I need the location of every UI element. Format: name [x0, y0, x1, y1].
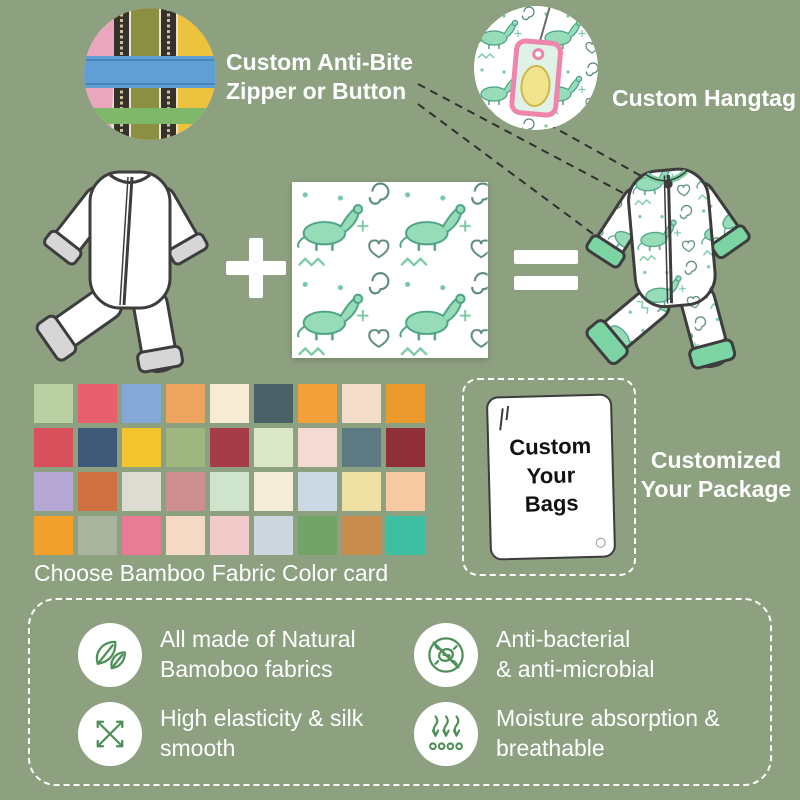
bag-logo-mark: [595, 537, 606, 548]
color-swatch: [210, 384, 249, 423]
color-swatch: [298, 516, 337, 555]
zipper-photo-illustration: [84, 8, 216, 140]
color-swatch: [78, 384, 117, 423]
color-card-grid: [34, 384, 425, 555]
color-swatch: [254, 472, 293, 511]
feature-natural-bamboo: All made of Natural Bamoboo fabrics: [78, 622, 414, 687]
bag-zip-mark: [505, 406, 510, 421]
color-swatch: [210, 428, 249, 467]
color-swatch: [34, 472, 73, 511]
color-swatch: [210, 472, 249, 511]
color-swatch: [254, 384, 293, 423]
hangtag-icon: [474, 6, 598, 130]
color-swatch: [122, 384, 161, 423]
feature-elasticity: High elasticity & silk smooth: [78, 701, 414, 766]
equals-sign: [514, 244, 578, 296]
bag-text: Custom Your Bags: [508, 432, 592, 517]
feature-text: Anti-bacterial & anti-microbial: [496, 626, 655, 682]
color-swatch: [386, 472, 425, 511]
color-swatch: [78, 428, 117, 467]
custom-bag-illustration: Custom Your Bags: [485, 393, 617, 561]
color-swatch: [166, 472, 205, 511]
features-box: All made of Natural Bamoboo fabrics Anti…: [28, 598, 772, 786]
feature-text: High elasticity & silk smooth: [160, 705, 364, 761]
bag-zip-mark: [499, 408, 504, 431]
color-swatch: [122, 516, 161, 555]
feature-text: Moisture absorption & breathable: [496, 705, 720, 761]
color-swatch: [34, 428, 73, 467]
hangtag-callout-label: Custom Hangtag: [612, 85, 796, 111]
color-swatch: [386, 428, 425, 467]
color-swatch: [254, 428, 293, 467]
color-swatch: [166, 516, 205, 555]
leaf-icon: [78, 622, 142, 687]
fabric-pattern-swatch: [292, 182, 488, 358]
color-swatch: [166, 428, 205, 467]
color-swatch: [254, 516, 293, 555]
feature-anti-bacterial: Anti-bacterial & anti-microbial: [414, 622, 750, 687]
color-swatch: [386, 384, 425, 423]
color-swatch: [78, 472, 117, 511]
elasticity-icon: [78, 701, 142, 766]
color-swatch: [386, 516, 425, 555]
color-swatch: [342, 384, 381, 423]
plus-sign: [226, 238, 286, 298]
color-swatch: [122, 472, 161, 511]
package-label: Customized Your Package: [640, 447, 792, 503]
blank-romper-illustration: [28, 152, 228, 377]
zipper-callout-label: Custom Anti-Bite Zipper or Button: [226, 49, 413, 105]
color-swatch: [78, 516, 117, 555]
anti-bacterial-icon: [414, 622, 478, 687]
color-swatch: [342, 472, 381, 511]
color-card-caption: Choose Bamboo Fabric Color card: [34, 560, 389, 586]
color-swatch: [210, 516, 249, 555]
color-swatch: [122, 428, 161, 467]
feature-text: All made of Natural Bamoboo fabrics: [160, 626, 356, 682]
color-swatch: [166, 384, 205, 423]
package-box: Custom Your Bags: [462, 378, 636, 576]
finished-romper-illustration: [563, 142, 782, 384]
color-swatch: [342, 516, 381, 555]
color-swatch: [298, 384, 337, 423]
hangtag-photo: [474, 6, 598, 130]
feature-moisture: Moisture absorption & breathable: [414, 701, 750, 766]
color-swatch: [298, 428, 337, 467]
moisture-icon: [414, 701, 478, 766]
color-swatch: [342, 428, 381, 467]
color-swatch: [34, 516, 73, 555]
color-swatch: [34, 384, 73, 423]
color-swatch: [298, 472, 337, 511]
zipper-photo: [84, 8, 216, 140]
